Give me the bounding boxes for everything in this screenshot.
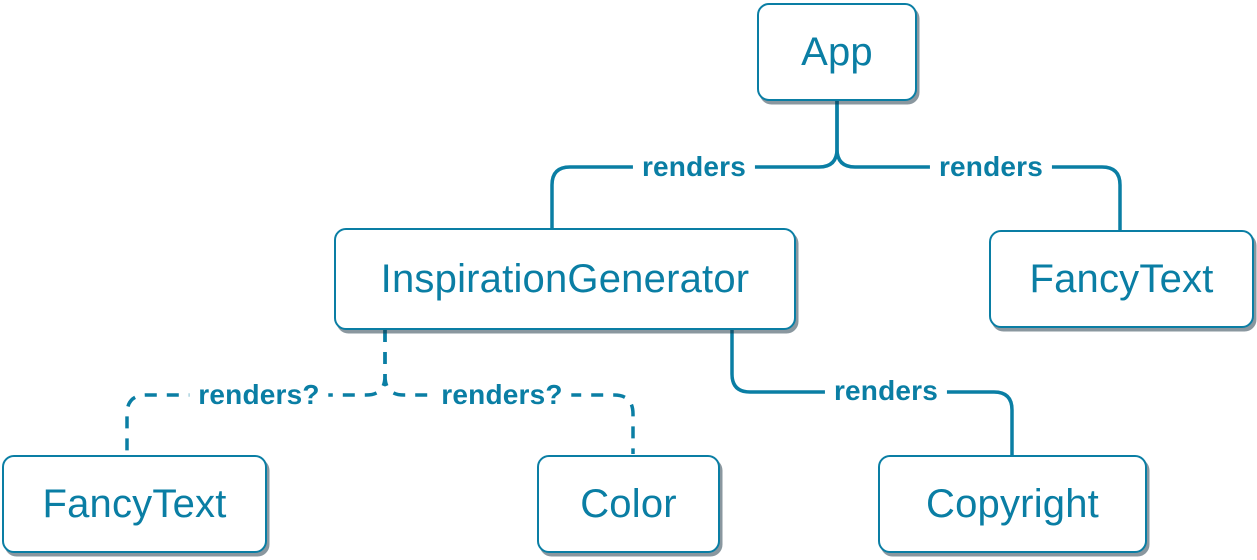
node-inspiration-generator: InspirationGenerator (334, 228, 796, 330)
node-copyright: Copyright (878, 455, 1147, 553)
edge-label-renders-app-inspirationgenerator: renders (632, 149, 756, 185)
node-fancy-text-top-label: FancyText (1029, 256, 1214, 301)
edge-label-renders-app-fancytext: renders (929, 149, 1053, 185)
node-color: Color (537, 455, 720, 553)
node-color-label: Color (580, 481, 677, 526)
edge-label-renders-inspirationgenerator-fancytext: renders? (189, 377, 329, 413)
node-app: App (757, 3, 917, 101)
node-fancy-text-bottom-label: FancyText (42, 481, 227, 526)
edge-label-renders-inspirationgenerator-copyright: renders (824, 373, 948, 409)
edge-label-renders-inspirationgenerator-color: renders? (432, 377, 572, 413)
node-fancy-text-top: FancyText (989, 230, 1254, 328)
node-copyright-label: Copyright (926, 481, 1099, 526)
node-app-label: App (801, 29, 873, 74)
node-fancy-text-bottom: FancyText (2, 455, 267, 553)
node-inspiration-generator-label: InspirationGenerator (380, 256, 750, 301)
